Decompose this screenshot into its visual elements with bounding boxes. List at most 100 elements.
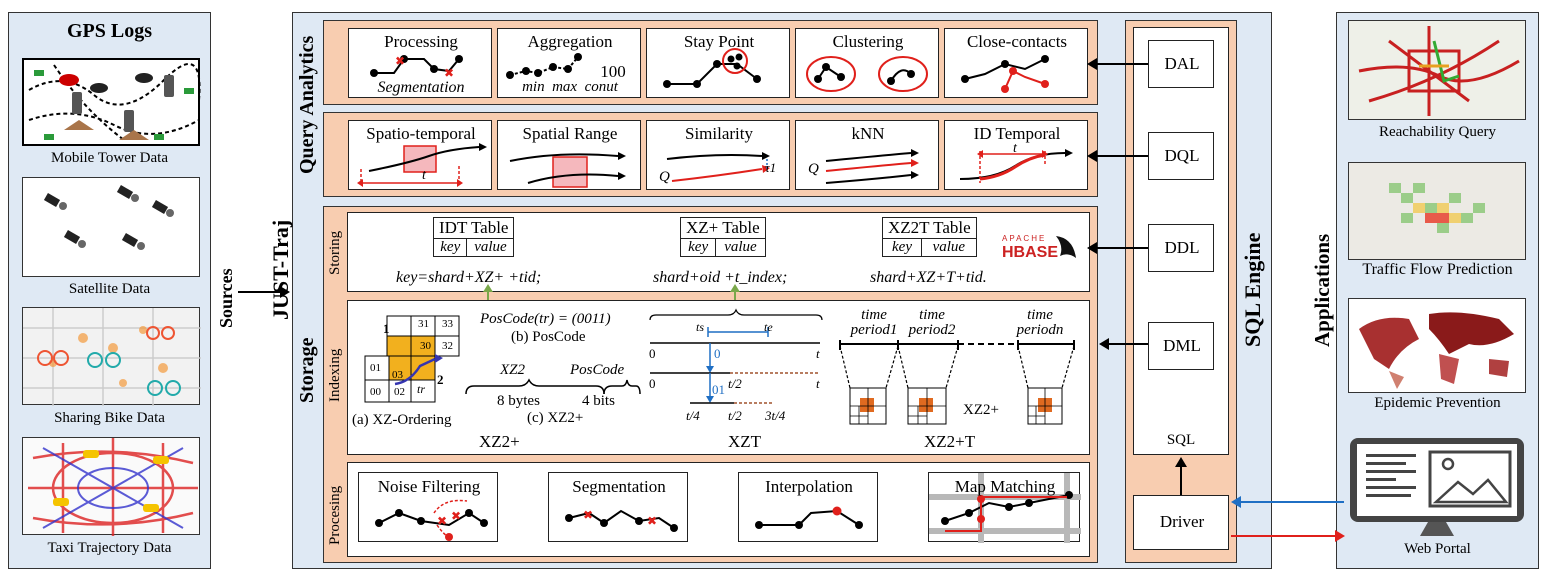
spatio-temporal-t: t <box>422 168 426 183</box>
xz2t-key: key <box>882 238 922 257</box>
poscode-equation: PosCode(tr) = (0011) <box>480 311 611 327</box>
svg-text:✖: ✖ <box>437 514 447 528</box>
driver-box: Driver <box>1133 495 1229 550</box>
indexing-box <box>347 300 1090 455</box>
source-label-taxi: Taxi Trajectory Data <box>47 540 172 556</box>
poscode-label: PosCode <box>570 362 625 378</box>
similarity-q: Q <box>659 169 670 185</box>
hbase-text: HBASE <box>1002 244 1059 261</box>
storage-label: Storage <box>296 337 318 403</box>
aggregation-title: Aggregation <box>527 32 613 51</box>
aggregation-sub: min max conut <box>522 79 618 95</box>
dal-box: DAL <box>1148 40 1214 88</box>
close-contacts-title: Close-contacts <box>966 32 1068 51</box>
clustering-title: Clustering <box>832 32 904 51</box>
ddl-label: DDL <box>1164 238 1200 257</box>
svg-text:✖: ✖ <box>395 54 405 68</box>
source-label-satellite: Satellite Data <box>68 281 151 297</box>
bytes-label: 8 bytes <box>497 393 540 409</box>
period-1: time period1 <box>850 307 898 338</box>
grid-cell-03: 03 <box>392 369 403 381</box>
index-bottom-xz2plust: XZ2+T <box>924 432 976 451</box>
xz2t-formula: shard+XZ+T+tid. <box>870 269 987 286</box>
map-matching-box: Map Matching <box>928 472 1081 543</box>
xz2t-table-name: XZ2T Table <box>882 217 977 239</box>
segmentation-title: Segmentation <box>572 477 666 496</box>
spatio-temporal-title: Spatio-temporal <box>366 124 476 143</box>
xzt-zero-a: 0 <box>649 346 656 361</box>
xzt-te: te <box>764 320 773 334</box>
driver-to-sql-arrow <box>1175 457 1187 495</box>
similarity-title: Similarity <box>685 124 753 143</box>
id-temporal-box: ID Temporal t <box>944 120 1088 190</box>
xz2t-value: value <box>920 238 977 257</box>
similarity-tau: τ1 <box>765 160 777 175</box>
xzt-diagram <box>649 308 823 404</box>
traffic-flow-image <box>1348 162 1526 260</box>
xzplus-value: value <box>715 238 766 257</box>
xzt-code-01: 01 <box>712 382 725 397</box>
aggregation-count-value: 100 <box>600 62 626 81</box>
xzt-t2-b: t/2 <box>728 408 742 423</box>
sql-engine-label: SQL Engine <box>1240 232 1265 348</box>
web-portal-image <box>1348 432 1526 540</box>
app-label-web-portal: Web Portal <box>1404 541 1471 557</box>
dql-box: DQL <box>1148 132 1214 180</box>
similarity-box: Similarity Q τ1 <box>646 120 790 190</box>
index-bottom-xz2plus: XZ2+ <box>479 432 520 451</box>
grid-cell-33: 33 <box>442 318 453 330</box>
stay-point-box: Stay Point <box>646 28 790 98</box>
spatial-range-title: Spatial Range <box>522 124 618 143</box>
apache-text: APACHE <box>1002 234 1047 243</box>
sharing-bike-image <box>22 307 201 406</box>
satellite-image <box>22 177 200 277</box>
xzt-t34: 3t/4 <box>765 408 786 423</box>
spatial-range-box: Spatial Range <box>497 120 641 190</box>
id-temporal-t: t <box>1013 141 1017 156</box>
idt-value: value <box>466 238 515 257</box>
xz-ordering-caption: (a) XZ-Ordering <box>352 412 452 429</box>
xzt-t4: t/4 <box>686 408 700 423</box>
period-2: time period2 <box>908 307 956 338</box>
xzt-ts: ts <box>696 320 705 334</box>
grid-tr-label: tr <box>417 382 426 396</box>
svg-text:✖: ✖ <box>647 514 657 528</box>
gps-logs-title: GPS Logs <box>66 20 153 42</box>
sources-arrow-label: Sources <box>216 268 236 328</box>
segmentation-box: Segmentation ✖✖ <box>548 472 688 542</box>
spatio-temporal-box: Spatio-temporal t <box>348 120 492 190</box>
just-traj-label: JUST-Traj <box>268 219 293 321</box>
noise-filtering-title: Noise Filtering <box>377 477 481 496</box>
xzt-zero-b: 0 <box>649 376 656 391</box>
taxi-trajectory-image <box>22 437 200 536</box>
sql-arrows <box>1087 58 1148 350</box>
processing-sub: Segmentation <box>377 79 465 96</box>
stay-point-title: Stay Point <box>683 32 755 51</box>
map-matching-title: Map Matching <box>954 477 1056 496</box>
xz-ordering-grid: 1 31 33 30 32 01 03 2 00 02 tr <box>364 314 465 404</box>
id-temporal-title: ID Temporal <box>973 124 1061 143</box>
sql-label: SQL <box>1166 432 1196 448</box>
processing-label: Procesing <box>327 485 343 545</box>
idt-table-name: IDT Table <box>432 217 515 239</box>
processing-title: Processing <box>384 32 458 51</box>
xzt-code-0: 0 <box>714 346 721 361</box>
interpolation-title: Interpolation <box>765 477 853 496</box>
driver-portal-arrows <box>1231 496 1345 542</box>
grid-cell-31: 31 <box>418 318 429 330</box>
knn-box: kNN Q <box>795 120 939 190</box>
period-n: time periodn <box>1016 307 1064 338</box>
grid-cell-30: 30 <box>420 340 431 352</box>
reachability-map-image <box>1348 20 1526 120</box>
poscode-caption: (b) PosCode <box>511 329 586 345</box>
close-contacts-box: Close-contacts <box>944 28 1088 98</box>
xz-ordering-caption-text: (a) XZ-Ordering <box>352 412 452 428</box>
dal-label: DAL <box>1164 54 1200 73</box>
app-label-traffic: Traffic Flow Prediction <box>1362 261 1513 278</box>
clustering-box: Clustering <box>795 28 939 98</box>
noise-filtering-box: Noise Filtering ✖✖ <box>358 472 498 542</box>
query-analytics-label: Query Analytics <box>296 35 318 175</box>
xzplus-table-name: XZ+ Table <box>680 217 766 239</box>
interpolation-box: Interpolation <box>738 472 878 542</box>
